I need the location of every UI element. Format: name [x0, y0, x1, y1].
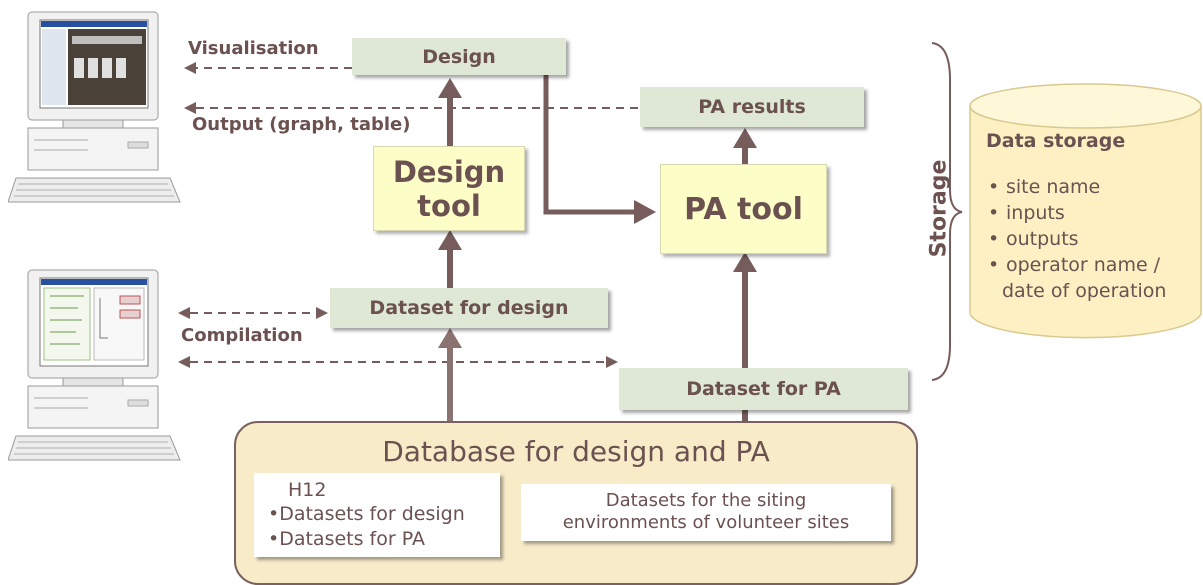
dataset-for-design-box: Dataset for design — [330, 288, 608, 328]
h12-item-design: •Datasets for design — [268, 503, 465, 525]
list-item: inputs — [986, 200, 1201, 226]
pa-results-box: PA results — [640, 87, 864, 127]
design-tool-box: Design tool — [373, 146, 525, 231]
h12-heading: H12 — [288, 479, 327, 501]
data-storage-list: site name inputs outputs operator name / — [986, 174, 1201, 278]
compilation-label: Compilation — [181, 325, 303, 346]
design-tool-line2: tool — [417, 188, 481, 223]
design-box: Design — [352, 38, 566, 75]
list-item: site name — [986, 174, 1201, 200]
siting-datasets-box: Datasets for the siting environments of … — [521, 484, 891, 541]
pa-tool-box: PA tool — [660, 164, 827, 254]
list-item: outputs — [986, 226, 1201, 252]
visualisation-label: Visualisation — [188, 38, 319, 59]
database-panel: Database for design and PA H12 •Datasets… — [234, 421, 918, 585]
design-tool-line1: Design — [392, 154, 506, 189]
list-item: operator name / — [986, 252, 1201, 278]
data-storage-content: Data storage site name inputs outputs op… — [986, 130, 1201, 304]
computer-icon — [7, 268, 183, 463]
computer-icon — [7, 10, 183, 205]
siting-datasets-line2: environments of volunteer sites — [562, 512, 850, 533]
database-title: Database for design and PA — [382, 435, 770, 468]
data-storage-title: Data storage — [986, 130, 1126, 152]
storage-brace — [931, 42, 963, 381]
h12-item-pa: •Datasets for PA — [268, 528, 425, 550]
output-label: Output (graph, table) — [192, 114, 411, 135]
dataset-for-pa-box: Dataset for PA — [619, 368, 908, 410]
storage-label: Storage — [926, 159, 952, 258]
siting-datasets-line1: Datasets for the siting — [605, 490, 807, 511]
list-item-continuation: date of operation — [1002, 280, 1167, 302]
h12-box: H12 •Datasets for design •Datasets for P… — [254, 473, 500, 557]
